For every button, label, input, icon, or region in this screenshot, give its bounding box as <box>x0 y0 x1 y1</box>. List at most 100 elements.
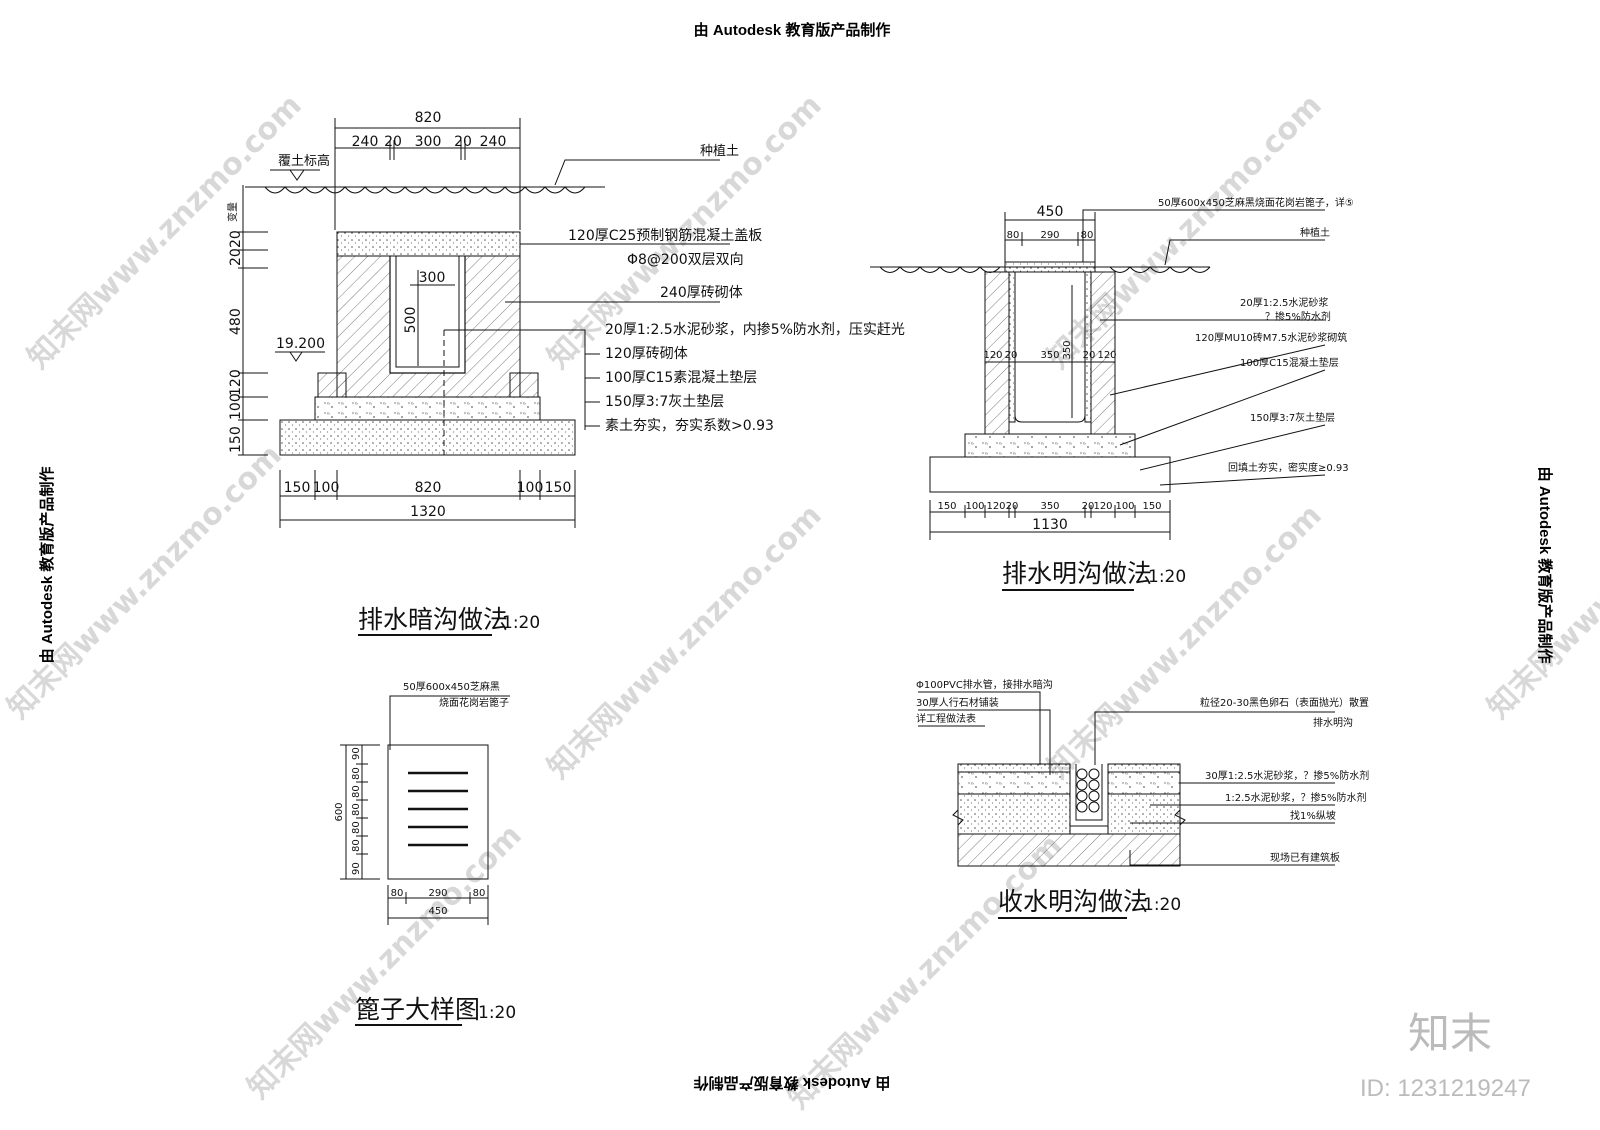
watermark-id: ID: 1231219247 <box>1360 1075 1531 1102</box>
grate-vert-dim: 80 <box>351 839 362 852</box>
catch-drain-title: 收水明沟做法 <box>998 887 1148 916</box>
open-bottom-total: 1130 <box>1032 517 1068 533</box>
open-mid-dim: 20 <box>1005 350 1018 361</box>
open-top-dim: 80 <box>1007 230 1020 241</box>
autodesk-stamp-left: 由 Autodesk 教育版产品制作 <box>38 467 56 664</box>
covered-top-dim: 240 <box>352 134 379 150</box>
open-note: 20厚1:2.5水泥砂浆 <box>1240 296 1328 309</box>
open-height-dim: 350 <box>1062 340 1073 359</box>
grate-vert-dim: 80 <box>351 803 362 816</box>
open-drain-labels: 450 80 290 80 50厚600x450芝麻黑烧面花岗岩篦子，详⑤ 种植… <box>937 196 1353 588</box>
cover-level-label: 覆土标高 <box>278 153 330 169</box>
grate-title: 篦子大样图 <box>355 995 480 1024</box>
watermark-text: 知末网www.znzmo.com <box>241 818 529 1106</box>
covered-note: 20厚1:2.5水泥砂浆，内掺5%防水剂，压实赶光 <box>605 321 905 338</box>
open-drain-title: 排水明沟做法 <box>1002 559 1152 588</box>
open-bottom-dim: 20 <box>1006 501 1019 512</box>
catch-note-right: 找1%纵坡 <box>1290 809 1336 822</box>
covered-note: 240厚砖砌体 <box>660 285 743 301</box>
inner-height-label: 500 <box>403 307 419 334</box>
inner-width-label: 300 <box>419 270 446 286</box>
catch-note-right: 30厚1:2.5水泥砂浆，？掺5%防水剂 <box>1205 769 1369 782</box>
grate-vert-dim: 90 <box>351 862 362 875</box>
open-note: 150厚3:7灰土垫层 <box>1250 411 1335 424</box>
autodesk-stamp-top: 由 Autodesk 教育版产品制作 <box>694 21 891 39</box>
covered-drain-title: 排水暗沟做法 <box>358 605 508 634</box>
open-note: 种植土 <box>1300 226 1330 239</box>
catch-note-left: Φ100PVC排水管，接排水暗沟 <box>916 678 1053 691</box>
covered-top-dim: 20 <box>454 134 472 150</box>
planting-soil-label: 种植土 <box>700 144 739 159</box>
covered-vert-dim: 480 <box>228 308 244 335</box>
catch-note-right: 粒径20-30黑色卵石（表面抛光）散置 <box>1200 696 1369 709</box>
open-drain-section <box>870 209 1326 591</box>
watermark-text: 知末网www.znzmo.com <box>541 498 829 786</box>
grate-vert-dim: 80 <box>351 821 362 834</box>
grate-bottom-dim: 80 <box>473 888 486 899</box>
covered-vert-dim: 20 <box>228 248 244 266</box>
open-bottom-dim: 150 <box>1142 501 1161 512</box>
covered-note: Φ8@200双层双向 <box>627 252 744 268</box>
covered-bottom-total: 1320 <box>410 504 446 520</box>
watermark-text: 知末网www.znzmo.com <box>781 828 1069 1116</box>
covered-note: 100厚C15素混凝土垫层 <box>605 370 757 386</box>
variable-label: 变量 <box>226 202 239 222</box>
grate-note: 烧面花岗岩篦子 <box>439 696 509 709</box>
open-bottom-dim: 150 <box>937 501 956 512</box>
autodesk-stamp-bottom: 由 Autodesk 教育版产品制作 <box>694 1074 891 1092</box>
open-note: 100厚C15混凝土垫层 <box>1240 356 1339 369</box>
grate-detail <box>340 695 510 1026</box>
watermark-text: 知末网www.znzmo.com <box>1041 498 1329 786</box>
open-note: 120厚MU10砖M7.5水泥砂浆砌筑 <box>1195 331 1347 344</box>
grate-height-total: 600 <box>334 802 345 821</box>
open-drain-scale: 1:20 <box>1148 567 1186 587</box>
open-mid-dim: 20 <box>1083 350 1096 361</box>
covered-note: 150厚3:7灰土垫层 <box>605 394 724 410</box>
open-top-dim: 290 <box>1040 230 1059 241</box>
grate-scale: 1:20 <box>478 1003 516 1023</box>
open-mid-dim: 120 <box>983 350 1002 361</box>
catch-note-right: 现场已有建筑板 <box>1270 851 1340 864</box>
grate-bottom-total: 450 <box>428 906 447 917</box>
grate-labels: 50厚600x450芝麻黑 烧面花岗岩篦子 600 90 80 80 80 80… <box>334 680 516 1024</box>
covered-drain-labels: 820 240 20 300 20 240 覆土标高 种植土 变量 20 20 … <box>226 110 905 634</box>
covered-top-dim: 300 <box>415 134 442 150</box>
catch-note-left: 详工程做法表 <box>916 712 976 725</box>
catch-note-left: 30厚人行石材铺装 <box>916 696 999 709</box>
elevation-label: 19.200 <box>276 336 325 352</box>
open-bottom-dim: 100 <box>965 501 984 512</box>
grate-bottom-dim: 290 <box>428 888 447 899</box>
open-note: 回填土夯实，密实度≥0.93 <box>1228 461 1349 474</box>
covered-drain-scale: 1:20 <box>502 613 540 633</box>
covered-top-total: 820 <box>415 110 442 126</box>
open-bottom-dim: 350 <box>1040 501 1059 512</box>
covered-note: 120厚砖砌体 <box>605 346 688 362</box>
grate-note: 50厚600x450芝麻黑 <box>403 680 500 693</box>
covered-drain-section <box>238 118 730 636</box>
catch-drain-labels: Φ100PVC排水管，接排水暗沟 30厚人行石材铺装 详工程做法表 粒径20-3… <box>916 678 1369 916</box>
covered-bottom-dim: 100 <box>517 480 544 496</box>
covered-bottom-dim: 150 <box>284 480 311 496</box>
open-top-dim: 80 <box>1081 230 1094 241</box>
catch-drain-section <box>918 691 1335 919</box>
covered-top-dim: 240 <box>480 134 507 150</box>
covered-vert-dim: 120 <box>228 369 244 396</box>
covered-bottom-dim: 150 <box>545 480 572 496</box>
open-bottom-dim: 20 <box>1082 501 1095 512</box>
open-top-total: 450 <box>1037 204 1064 220</box>
open-note: ？掺5%防水剂 <box>1265 310 1331 323</box>
watermark-logo: 知末 <box>1408 1009 1492 1058</box>
grate-vert-dim: 80 <box>351 767 362 780</box>
catch-note-right: 排水明沟 <box>1313 716 1353 729</box>
open-note: 50厚600x450芝麻黑烧面花岗岩篦子，详⑤ <box>1158 196 1354 209</box>
covered-vert-dim: 100 <box>228 393 244 420</box>
covered-note: 素土夯实，夯实系数>0.93 <box>605 418 774 434</box>
covered-top-dim: 20 <box>384 134 402 150</box>
open-mid-dim: 350 <box>1040 350 1059 361</box>
open-bottom-dim: 120 <box>1093 501 1112 512</box>
grate-vert-dim: 80 <box>351 785 362 798</box>
covered-bottom-dim: 820 <box>415 480 442 496</box>
open-bottom-dim: 120 <box>986 501 1005 512</box>
covered-vert-dim: 20 <box>228 230 244 248</box>
